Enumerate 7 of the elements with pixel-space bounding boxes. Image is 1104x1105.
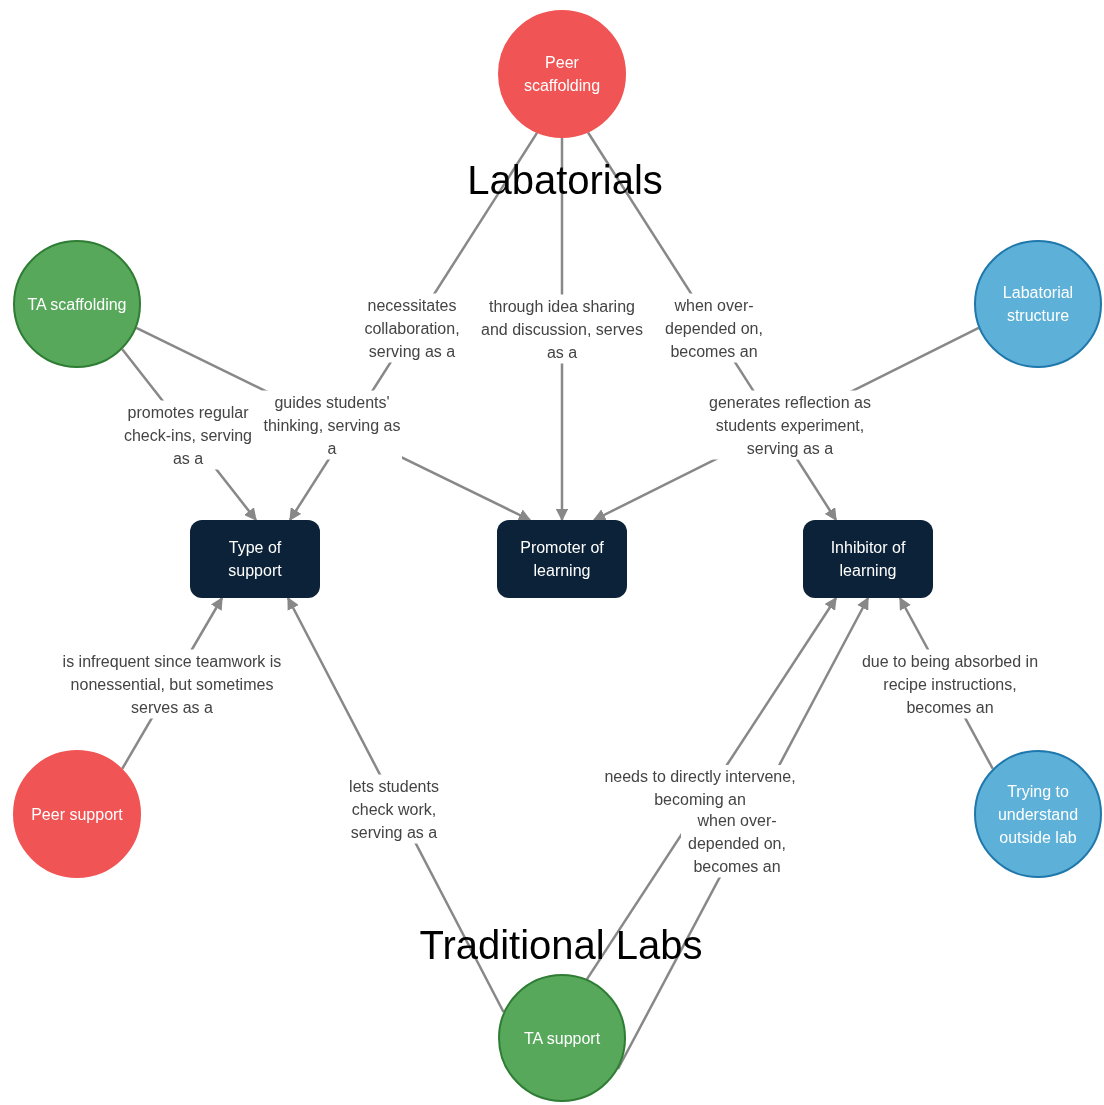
concept-box: Promoter of learning: [497, 520, 627, 598]
section-heading: Traditional Labs: [419, 922, 703, 968]
edge-label: is infrequent since teamwork is nonessential, but sometimes serves as a: [62, 649, 282, 719]
edge-label: guides students' thinking, serving as a: [262, 390, 402, 460]
concept-box: Type of support: [190, 520, 320, 598]
concept-box: Inhibitor of learning: [803, 520, 933, 598]
section-heading: Labatorials: [467, 157, 663, 203]
